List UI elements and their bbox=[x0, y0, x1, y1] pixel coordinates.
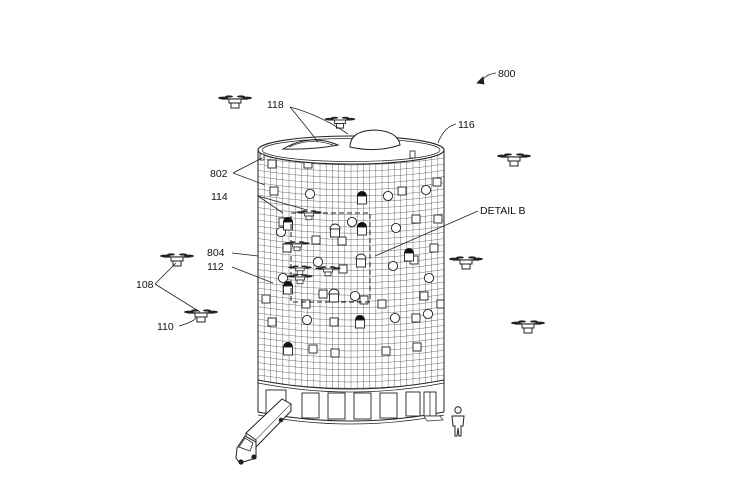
label-804: 804 bbox=[207, 247, 225, 259]
drone bbox=[160, 253, 194, 267]
label-112: 112 bbox=[207, 261, 224, 273]
leader-lines bbox=[154, 72, 497, 327]
drone bbox=[218, 95, 252, 109]
drone bbox=[324, 116, 356, 129]
ground-floor bbox=[257, 380, 445, 425]
drone bbox=[284, 241, 310, 252]
tower bbox=[257, 129, 445, 425]
facade-grid bbox=[258, 150, 444, 389]
drone bbox=[287, 274, 313, 285]
label-116: 116 bbox=[458, 119, 475, 131]
drone bbox=[497, 153, 531, 167]
drone bbox=[184, 309, 218, 323]
bay-door bbox=[327, 392, 346, 420]
drone bbox=[296, 210, 322, 221]
bay-door bbox=[353, 392, 372, 420]
bay-door bbox=[405, 391, 421, 417]
label-800: 800 bbox=[498, 68, 516, 80]
label-802: 802 bbox=[210, 168, 228, 180]
drone bbox=[315, 266, 341, 277]
drone-fleet bbox=[160, 95, 545, 334]
bay-door bbox=[301, 392, 320, 419]
label-detail-b: DETAIL B bbox=[480, 205, 526, 217]
roof-landing-dome-right bbox=[349, 129, 401, 151]
drone bbox=[449, 256, 483, 270]
drone bbox=[511, 320, 545, 334]
label-114: 114 bbox=[211, 191, 228, 203]
person-figure bbox=[451, 406, 465, 437]
label-118: 118 bbox=[267, 99, 284, 111]
drone bbox=[288, 265, 312, 275]
delivery-truck bbox=[235, 398, 292, 465]
bay-door bbox=[379, 392, 398, 419]
label-108: 108 bbox=[136, 279, 154, 291]
detail-b-box bbox=[290, 212, 371, 303]
reference-labels: 800 118 116 802 114 DETAIL B 804 112 108… bbox=[136, 68, 526, 333]
label-110: 110 bbox=[157, 321, 174, 333]
